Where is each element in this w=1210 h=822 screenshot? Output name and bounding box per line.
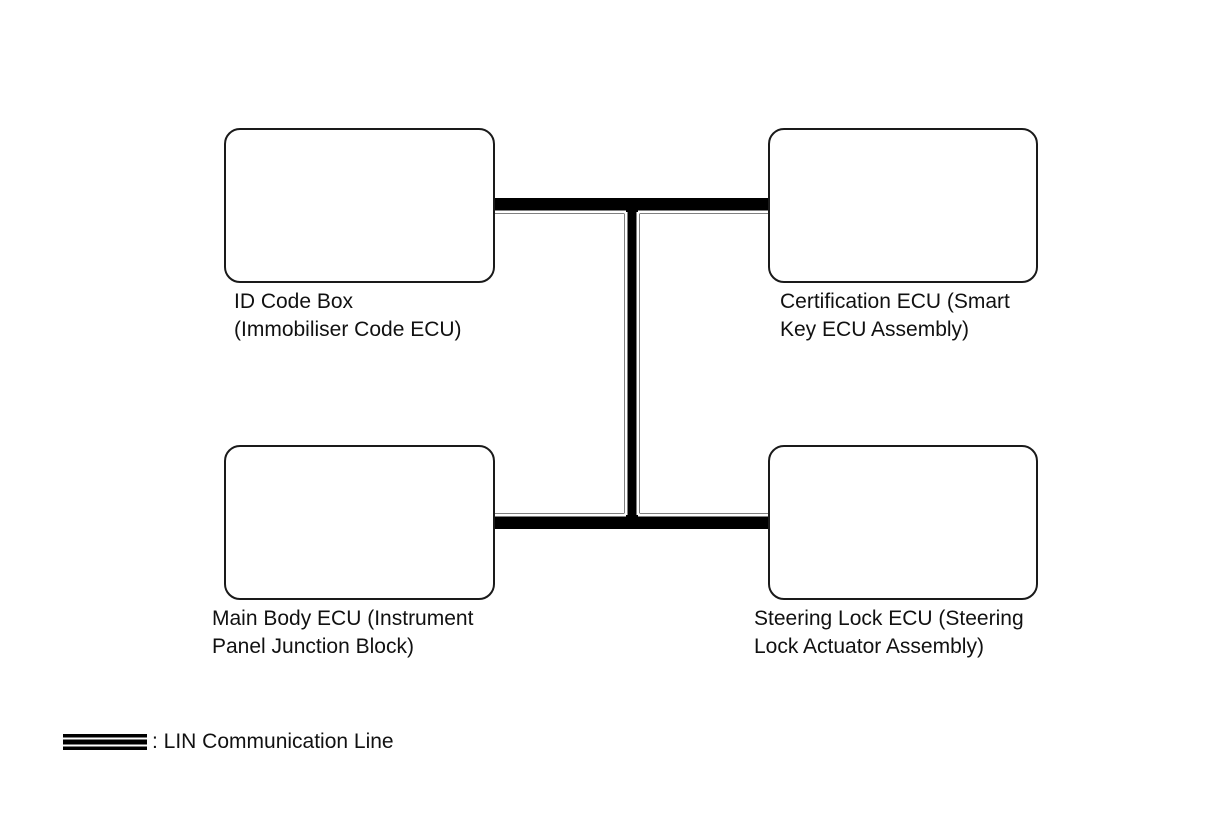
id-code-box-node <box>224 128 495 283</box>
steering-lock-ecu-label: Steering Lock ECU (Steering Lock Actuato… <box>754 605 1024 661</box>
certification-ecu-label-line2: Key ECU Assembly) <box>780 318 970 341</box>
main-body-ecu-label-line1: Main Body ECU (Instrument <box>212 607 474 630</box>
steering-lock-ecu-label-line2: Lock Actuator Assembly) <box>754 635 984 658</box>
main-body-ecu-label-line2: Panel Junction Block) <box>212 635 414 658</box>
id-code-box-label: ID Code Box (Immobiliser Code ECU) <box>234 288 462 344</box>
main-body-ecu-node <box>224 445 495 600</box>
certification-ecu-node <box>768 128 1038 283</box>
steering-lock-ecu-label-line1: Steering Lock ECU (Steering <box>754 607 1024 630</box>
certification-ecu-label: Certification ECU (Smart Key ECU Assembl… <box>780 288 1010 344</box>
id-code-box-label-line2: (Immobiliser Code ECU) <box>234 318 462 341</box>
steering-lock-ecu-node <box>768 445 1038 600</box>
lin-line-outer <box>494 198 770 529</box>
legend-label: : LIN Communication Line <box>152 730 394 753</box>
lin-line-legend-swatch <box>63 734 147 750</box>
id-code-box-label-line1: ID Code Box <box>234 290 354 313</box>
certification-ecu-label-line1: Certification ECU (Smart <box>780 290 1010 313</box>
lin-line-inner <box>494 210 770 517</box>
main-body-ecu-label: Main Body ECU (Instrument Panel Junction… <box>212 605 473 661</box>
